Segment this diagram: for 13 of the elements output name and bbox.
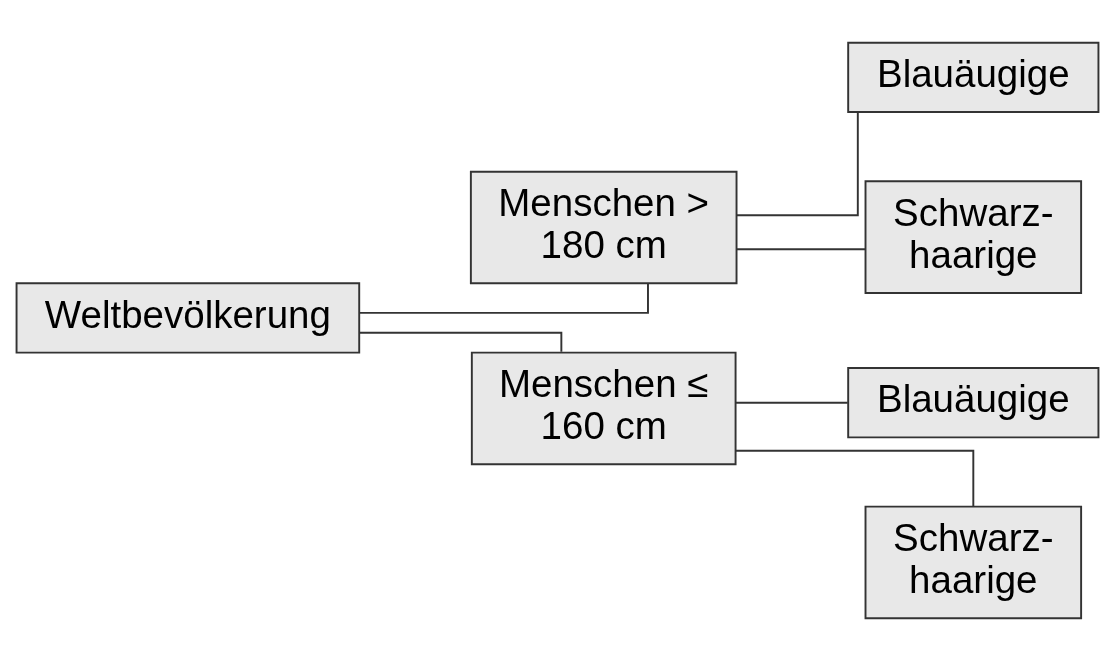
connector (358, 331, 563, 353)
node-box: Menschen > 180 cm (469, 170, 738, 285)
node-box: Blauäugige (847, 367, 1100, 439)
node-box: Schwarz- haarige (864, 180, 1083, 294)
connector (734, 449, 975, 508)
node-box: Schwarz- haarige (864, 505, 1083, 620)
connector (734, 401, 849, 404)
connector (358, 283, 649, 314)
node-box: Menschen ≤ 160 cm (470, 351, 737, 466)
connector (735, 111, 859, 217)
node-box: Weltbevölkerung (15, 282, 361, 354)
node-box: Blauäugige (847, 41, 1100, 113)
connector (735, 248, 867, 251)
